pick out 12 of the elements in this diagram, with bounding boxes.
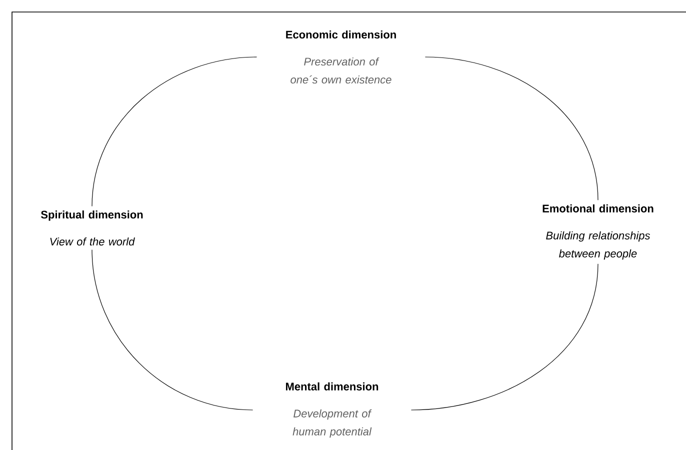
dimension-description: Building relationships between people bbox=[546, 231, 650, 260]
dimension-description: Development of human potential bbox=[292, 409, 372, 438]
arc-connector bbox=[92, 249, 254, 410]
dimension-heading: Spiritual dimension bbox=[40, 210, 143, 221]
dimension-heading: Emotional dimension bbox=[542, 204, 654, 212]
arc-connector bbox=[410, 264, 598, 410]
dimension-description: Preservation of one´s own existence bbox=[290, 57, 392, 84]
dimension-description: View of the world bbox=[50, 237, 135, 246]
dimension-heading: Mental dimension bbox=[286, 382, 378, 390]
arc-connector bbox=[424, 56, 598, 200]
dimension-heading: Economic dimension bbox=[286, 30, 396, 39]
arc-connector bbox=[92, 56, 258, 207]
